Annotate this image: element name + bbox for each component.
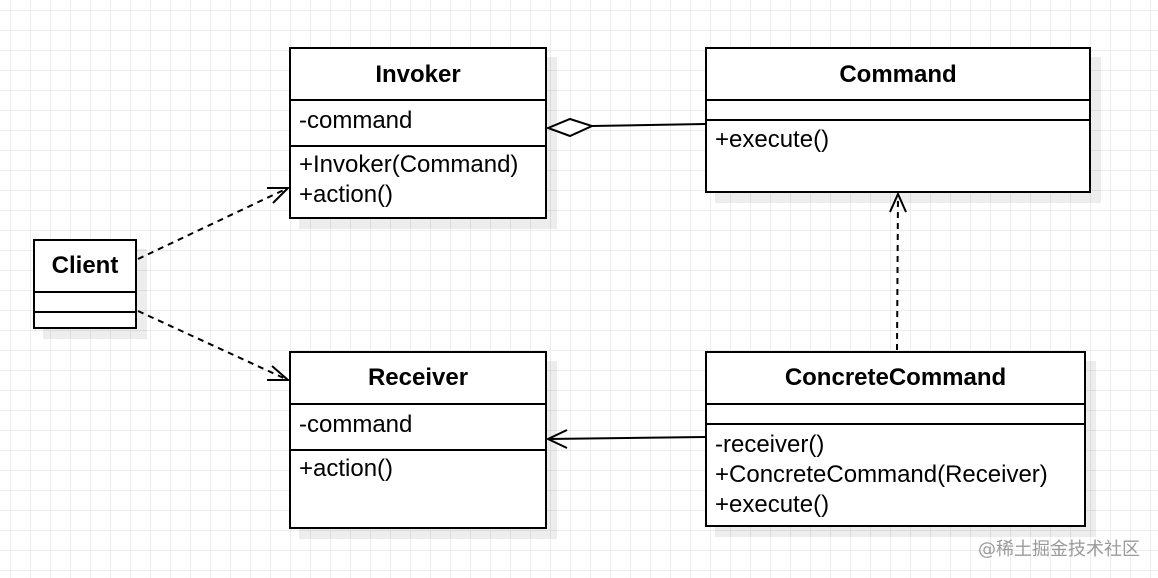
concrete-receiver-association — [547, 436, 706, 440]
method: +Invoker(Command) — [299, 151, 519, 178]
class-name: Client — [35, 241, 135, 293]
method: +execute() — [715, 126, 830, 153]
class-name: Invoker — [291, 49, 545, 101]
methods-section: +execute() — [707, 121, 1089, 155]
attributes-section: -command — [291, 101, 545, 147]
method: +action() — [299, 181, 394, 208]
methods-section: +Invoker(Command) +action() — [291, 147, 545, 210]
attributes-section — [707, 101, 1089, 121]
class-name: ConcreteCommand — [707, 353, 1084, 405]
attributes-section — [35, 293, 135, 313]
attribute: -command — [299, 411, 413, 438]
method: +execute() — [715, 491, 830, 518]
attributes-section — [707, 405, 1084, 425]
method: +action() — [299, 455, 394, 482]
realization-arrowhead — [889, 191, 907, 213]
methods-section: +action() — [291, 451, 545, 484]
invoker-command-aggregation — [591, 123, 706, 127]
concrete-command-realization — [896, 194, 899, 351]
client-invoker-arrowhead — [267, 187, 291, 204]
class-command: Command +execute() — [705, 47, 1091, 193]
class-name: Receiver — [291, 353, 545, 405]
class-name: Command — [707, 49, 1089, 101]
aggregation-diamond — [545, 117, 595, 138]
client-invoker-dependency — [137, 187, 289, 260]
client-receiver-dependency — [137, 310, 289, 381]
method: +ConcreteCommand(Receiver) — [715, 461, 1048, 488]
watermark: @稀土掘金技术社区 — [978, 539, 1140, 560]
class-invoker: Invoker -command +Invoker(Command) +acti… — [289, 47, 547, 219]
class-client: Client — [33, 239, 137, 329]
methods-section: -receiver() +ConcreteCommand(Receiver) +… — [707, 425, 1084, 520]
class-receiver: Receiver -command +action() — [289, 351, 547, 529]
class-concrete-command: ConcreteCommand -receiver() +ConcreteCom… — [705, 351, 1086, 527]
method: -receiver() — [715, 431, 825, 458]
client-receiver-arrowhead — [267, 365, 291, 381]
attributes-section: -command — [291, 405, 545, 451]
association-arrowhead — [545, 429, 568, 449]
attribute: -command — [299, 107, 413, 134]
